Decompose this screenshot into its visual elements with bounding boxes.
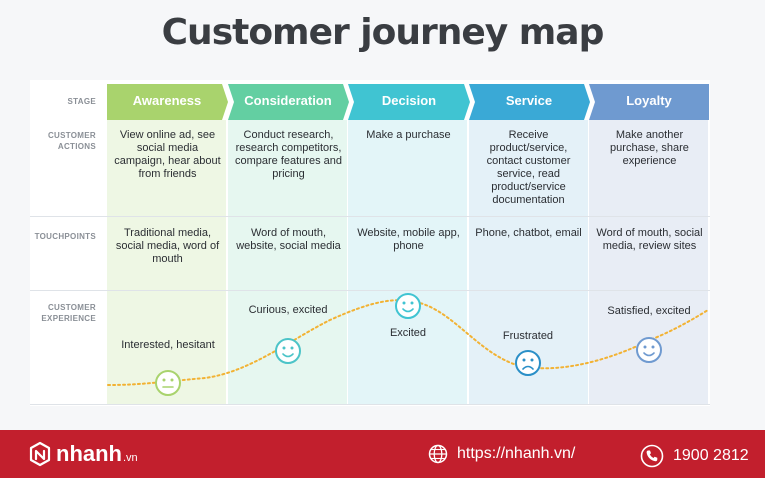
touchpoints-consideration: Word of mouth, website, social media bbox=[236, 227, 341, 252]
smile-face-icon bbox=[395, 293, 421, 319]
row-label-touchpoints: TOUCHPOINTS bbox=[34, 232, 96, 241]
stage-chevron-decision bbox=[348, 84, 470, 120]
touchpoints-decision: Website, mobile app, phone bbox=[357, 227, 460, 252]
sad-face-icon bbox=[515, 350, 541, 376]
stage-chevron-awareness bbox=[107, 84, 228, 120]
row-divider bbox=[30, 290, 710, 291]
actions-service: Receive product/service, contact custome… bbox=[486, 129, 571, 206]
row-label-experience: CUSTOMER EXPERIENCE bbox=[41, 303, 96, 323]
emotion-decision: Excited bbox=[389, 327, 427, 339]
stage-header bbox=[107, 84, 709, 120]
brand-mark-icon bbox=[29, 441, 51, 467]
row-divider bbox=[30, 404, 710, 405]
stage-label-awareness: Awareness bbox=[132, 93, 202, 108]
experience-curve-layer bbox=[107, 293, 709, 396]
touchpoints-awareness: Traditional media, social media, word of… bbox=[115, 227, 220, 265]
stage-chevron-loyalty bbox=[589, 84, 709, 120]
actions-loyalty: Make another purchase, share experience bbox=[610, 129, 689, 167]
row-label-actions: CUSTOMER ACTIONS bbox=[47, 131, 96, 151]
phone-number: 1900 2812 bbox=[673, 447, 749, 464]
stage-chevron-consideration bbox=[228, 84, 349, 120]
website-link[interactable]: https://nhanh.vn/ bbox=[428, 444, 575, 464]
footer-bar: nhanh .vn https://nhanh.vn/ 1900 2812 bbox=[0, 430, 765, 478]
actions-consideration: Conduct research, research competitors, … bbox=[234, 129, 342, 180]
emotion-awareness: Interested, hesitant bbox=[121, 339, 215, 351]
emotion-consideration: Curious, excited bbox=[248, 304, 328, 316]
stage-label-decision: Decision bbox=[381, 93, 437, 108]
touchpoints-service: Phone, chatbot, email bbox=[475, 227, 582, 239]
stage-label-loyalty: Loyalty bbox=[626, 93, 672, 108]
stage-label-service: Service bbox=[505, 93, 553, 108]
brand-tld: .vn bbox=[123, 452, 138, 464]
row-divider bbox=[30, 216, 710, 217]
brand-logo[interactable]: nhanh .vn bbox=[28, 440, 138, 468]
website-url: https://nhanh.vn/ bbox=[457, 445, 576, 462]
column-decision bbox=[348, 120, 467, 404]
row-label-stage: STAGE bbox=[67, 97, 96, 106]
stage-chevron-service bbox=[469, 84, 590, 120]
emotion-service: Frustrated bbox=[502, 330, 554, 342]
emotion-loyalty: Satisfied, excited bbox=[607, 305, 691, 317]
page-title: Customer journey map bbox=[161, 12, 605, 53]
actions-decision: Make a purchase bbox=[366, 129, 451, 141]
actions-awareness: View online ad, see social media campaig… bbox=[114, 129, 221, 180]
globe-icon bbox=[428, 444, 448, 464]
phone-icon bbox=[640, 444, 664, 468]
stage-label-consideration: Consideration bbox=[244, 93, 332, 108]
column-awareness bbox=[107, 120, 226, 404]
neutral-face-icon bbox=[155, 370, 181, 396]
smile-face-icon bbox=[275, 338, 301, 364]
phone-link[interactable]: 1900 2812 bbox=[640, 444, 749, 468]
touchpoints-loyalty: Word of mouth, social media, review site… bbox=[596, 227, 703, 252]
brand-name: nhanh bbox=[56, 441, 122, 466]
smile-face-icon bbox=[636, 337, 662, 363]
